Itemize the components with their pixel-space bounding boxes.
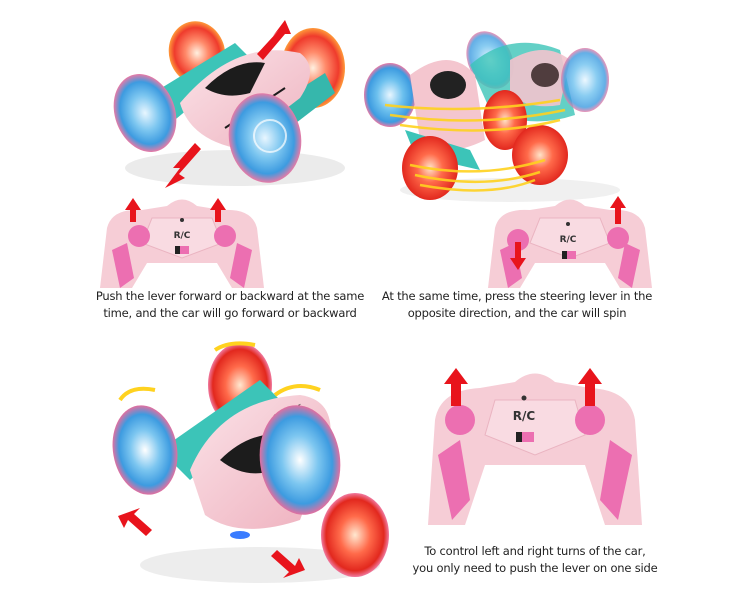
caption-spin: At the same time, press the steering lev… [372, 288, 662, 322]
rc-logo: R/C [513, 409, 536, 423]
left-up-arrow-icon [444, 368, 468, 406]
rc-logo: R/C [174, 231, 191, 241]
right-up-arrow-icon [210, 198, 226, 222]
caption-turn: To control left and right turns of the c… [385, 543, 685, 577]
backward-arrow-icon [165, 143, 201, 188]
forward-arrow-icon [257, 20, 291, 60]
right-backward-arrow-icon [271, 550, 305, 578]
car-forward-backward-image [85, 18, 375, 193]
car-spin-image [360, 20, 660, 205]
remote-controller-spin: R/C [480, 188, 660, 288]
left-down-arrow-icon [510, 242, 526, 270]
caption-line: Push the lever forward or backward at th… [95, 289, 365, 303]
right-up-arrow-icon [610, 196, 626, 224]
left-forward-arrow-icon [118, 508, 152, 536]
caption-line: To control left and right turns of the c… [424, 544, 646, 558]
caption-line: At the same time, press the steering lev… [381, 289, 653, 303]
remote-controller-turn: R/C [420, 360, 650, 530]
caption-line: time, and the car will go forward or bac… [103, 306, 357, 320]
remote-controller-forward: R/C [92, 188, 272, 288]
rc-logo: R/C [560, 235, 577, 245]
car-turn-image: Stuntcar [100, 340, 400, 590]
right-up-arrow-icon [578, 368, 602, 406]
spin-motion-streaks [384, 98, 566, 192]
caption-forward-backward: Push the lever forward or backward at th… [85, 288, 375, 322]
left-up-arrow-icon [125, 198, 141, 222]
caption-line: you only need to push the lever on one s… [412, 561, 658, 575]
caption-line: opposite direction, and the car will spi… [407, 306, 627, 320]
